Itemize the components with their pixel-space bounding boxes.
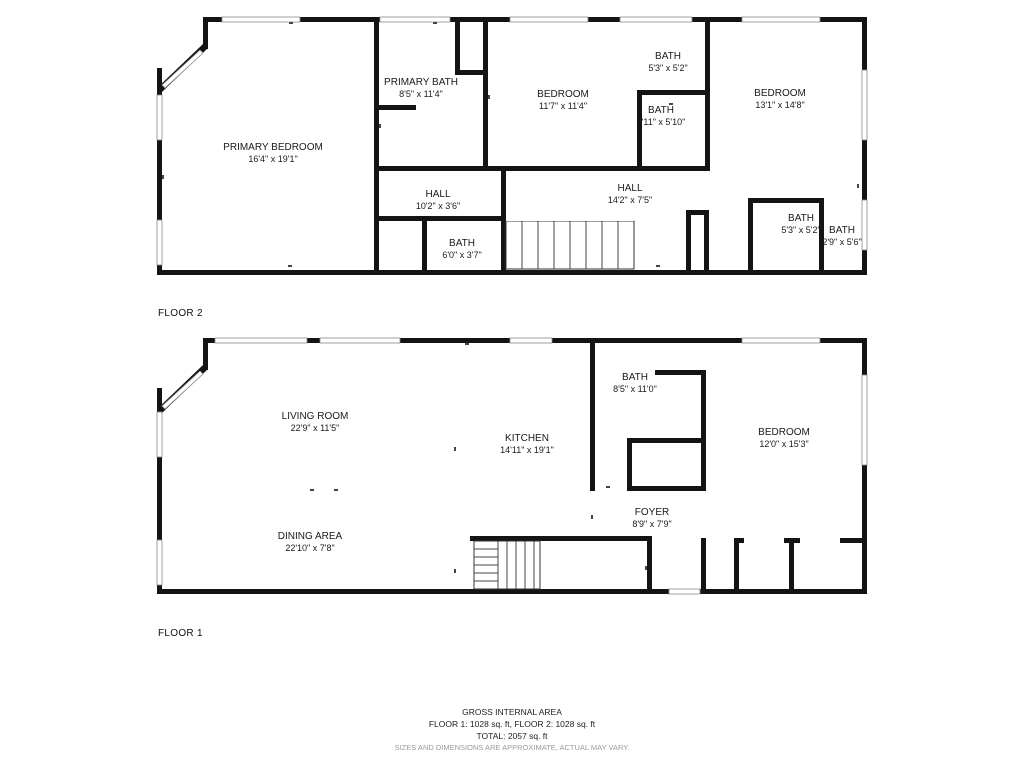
floor-1-plan <box>156 337 868 595</box>
room-name: PRIMARY BEDROOM <box>223 142 323 153</box>
room-dimensions: 6'0" x 3'7" <box>442 250 481 260</box>
room-name: DINING AREA <box>278 531 343 542</box>
room-dimensions: 8'5" x 11'0" <box>613 384 657 394</box>
room-dimensions: 13'1" x 14'8" <box>755 100 804 110</box>
room-dimensions: 16'4" x 19'1" <box>248 154 297 164</box>
area-disclaimer: SIZES AND DIMENSIONS ARE APPROXIMATE, AC… <box>394 743 630 752</box>
room-dimensions: 11'7" x 11'4" <box>539 101 587 111</box>
floor-1-room-labels: LIVING ROOM 22'9" x 11'5" KITCHEN 14'11"… <box>278 372 810 553</box>
room-name: BATH <box>622 372 648 383</box>
room-dimensions: 2'9" x 5'6" <box>822 237 861 247</box>
room-name: KITCHEN <box>505 433 549 444</box>
area-floor-breakdown: FLOOR 1: 1028 sq. ft, FLOOR 2: 1028 sq. … <box>428 719 596 729</box>
room-name: BATH <box>449 238 475 249</box>
room-name: LIVING ROOM <box>282 411 349 422</box>
room-dimensions: 22'10" x 7'8" <box>285 543 334 553</box>
room-name: BEDROOM <box>537 89 589 100</box>
floor-2-stairs <box>505 216 635 270</box>
floor-2-windows <box>156 16 868 266</box>
room-dimensions: 22'9" x 11'5" <box>291 423 340 433</box>
floor-1-windows <box>156 337 868 595</box>
floor-2-door-ticks <box>162 22 859 267</box>
room-name: BATH <box>788 213 814 224</box>
room-name: FOYER <box>635 507 669 518</box>
floor-1-door-ticks <box>310 343 647 573</box>
area-total: TOTAL: 2057 sq. ft <box>476 731 548 741</box>
floor-2-plan <box>156 16 868 275</box>
room-dimensions: 14'11" x 19'1" <box>500 445 554 455</box>
floor-1-walls <box>157 338 867 594</box>
room-dimensions: 8'9" x 7'9" <box>632 519 671 529</box>
room-dimensions: 14'2" x 7'5" <box>608 195 652 205</box>
room-dimensions: 10'2" x 3'6" <box>416 201 460 211</box>
floor-2-label: FLOOR 2 <box>158 308 203 319</box>
gross-area-summary: GROSS INTERNAL AREA FLOOR 1: 1028 sq. ft… <box>312 706 712 754</box>
area-title: GROSS INTERNAL AREA <box>462 707 562 717</box>
room-name: BATH <box>655 51 681 62</box>
room-dimensions: 12'0" x 15'3" <box>759 439 808 449</box>
room-dimensions: 4'11" x 5'10" <box>637 117 686 127</box>
room-name: PRIMARY BATH <box>384 77 458 88</box>
room-name: HALL <box>617 183 642 194</box>
room-name: BATH <box>829 225 855 236</box>
room-name: HALL <box>425 189 450 200</box>
floor-1-stairs <box>473 540 541 590</box>
room-dimensions: 8'5" x 11'4" <box>399 89 443 99</box>
room-name: BEDROOM <box>754 88 806 99</box>
room-dimensions: 5'3" x 5'2" <box>781 225 820 235</box>
room-name: BEDROOM <box>758 427 810 438</box>
room-dimensions: 5'3" x 5'2" <box>648 63 687 73</box>
room-name: BATH <box>648 105 674 116</box>
floor-2-room-labels: PRIMARY BEDROOM 16'4" x 19'1" PRIMARY BA… <box>223 51 862 260</box>
floor-1-label: FLOOR 1 <box>158 628 203 639</box>
